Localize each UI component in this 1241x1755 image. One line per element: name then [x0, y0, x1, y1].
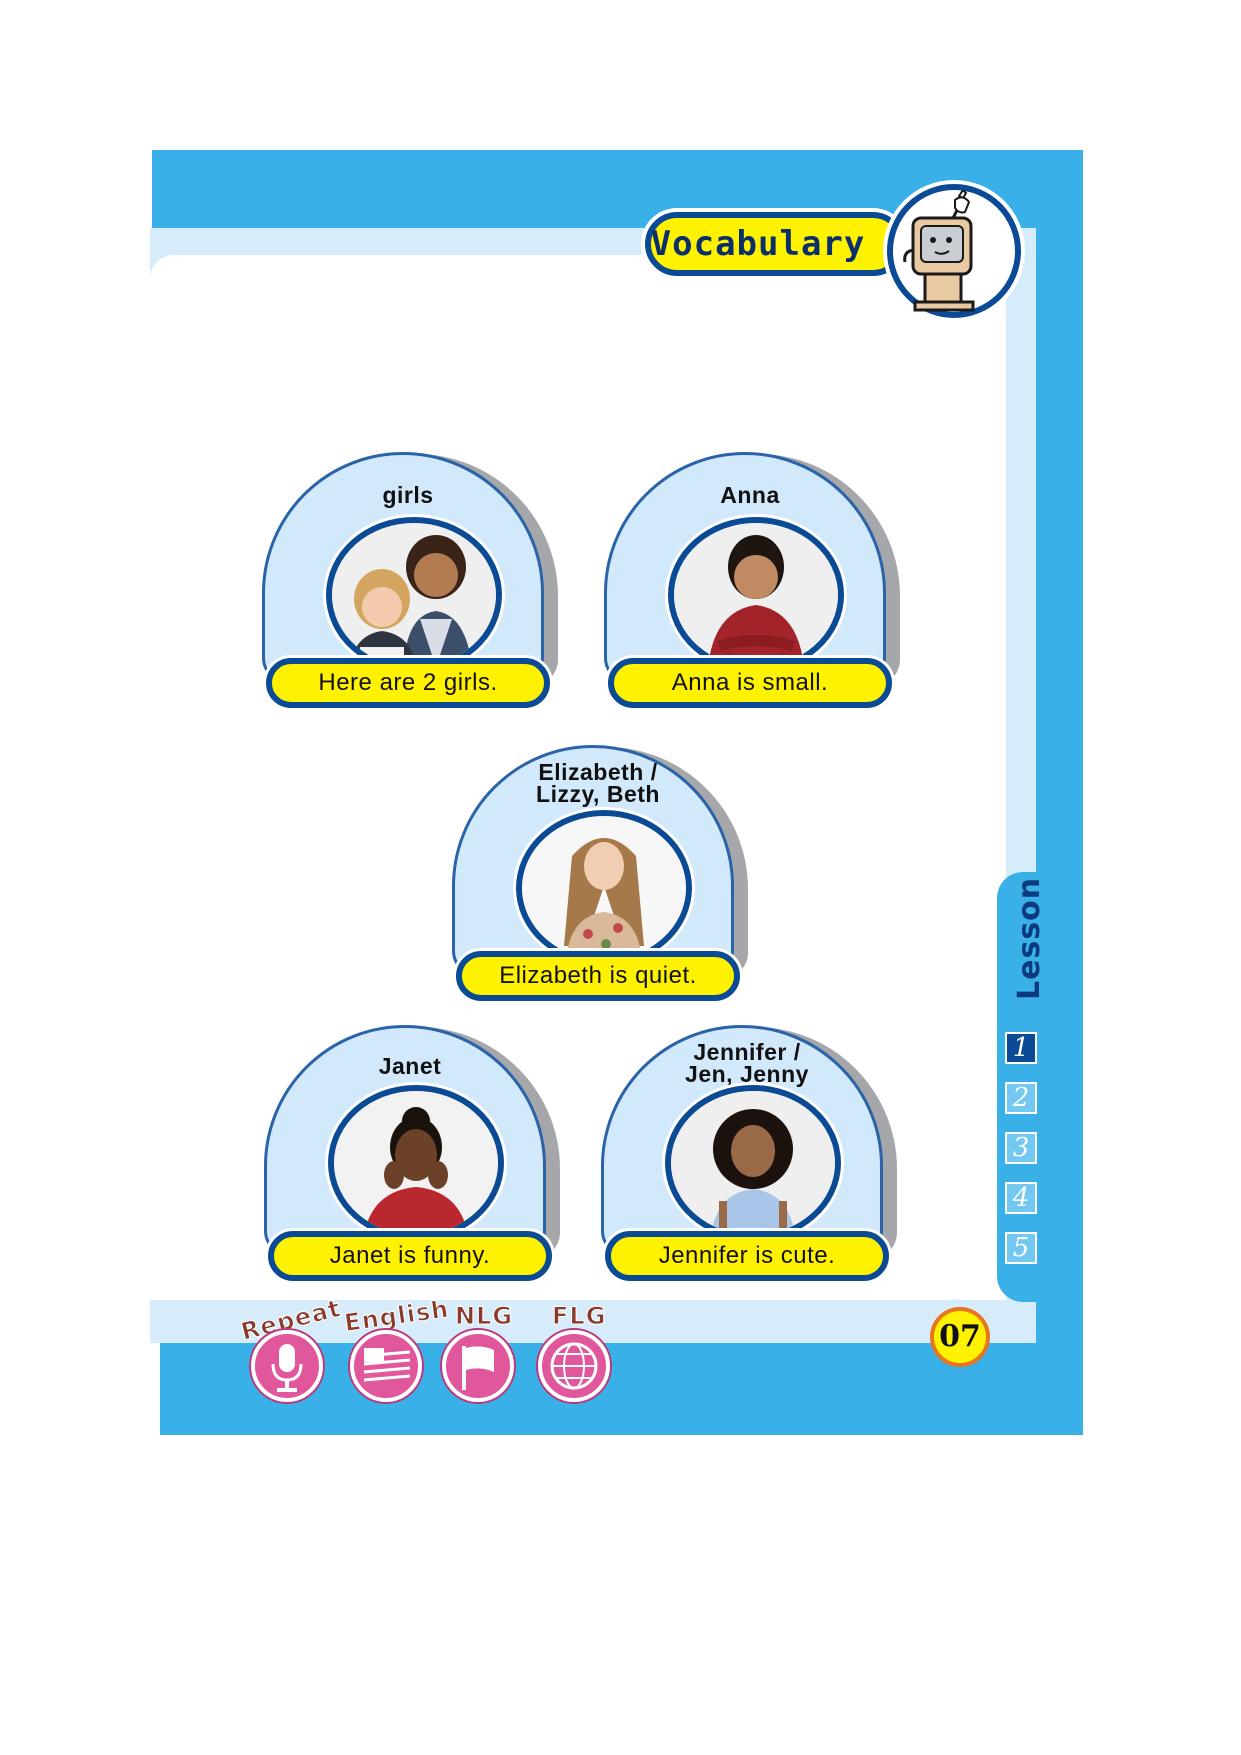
lesson-label: Lesson: [1012, 876, 1047, 1000]
photo-elizabeth: [516, 810, 692, 966]
section-title-pill: Vocabulary: [645, 212, 905, 276]
flg-label: FLG: [551, 1302, 607, 1331]
computer-mascot-icon: [887, 184, 1021, 318]
microphone-icon[interactable]: [251, 1330, 323, 1402]
card-caption: Anna is small.: [608, 658, 892, 708]
vocab-card-janet: Janet Janet is funny.: [264, 1025, 560, 1285]
card-title: Janet: [378, 1053, 442, 1079]
card-caption: Jennifer is cute.: [605, 1231, 889, 1281]
card-title: Anna: [720, 482, 780, 508]
card-caption: Janet is funny.: [268, 1231, 552, 1281]
lesson-1-button[interactable]: 1: [1005, 1032, 1037, 1064]
photo-two-girls: [326, 517, 502, 673]
card-caption: Here are 2 girls.: [266, 658, 550, 708]
photo-anna: [668, 517, 844, 673]
lesson-4-button[interactable]: 4: [1005, 1182, 1037, 1214]
card-title: Jennifer / Jen, Jenny: [685, 1039, 809, 1087]
photo-janet: [328, 1085, 504, 1241]
white-flag-icon[interactable]: [442, 1330, 514, 1402]
vocab-card-girls: girls Here are 2 girls.: [262, 452, 558, 712]
lesson-3-button[interactable]: 3: [1005, 1132, 1037, 1164]
page-number: 07: [930, 1307, 990, 1367]
nlg-label: NLG: [454, 1302, 514, 1331]
vocab-card-anna: Anna Anna is small.: [604, 452, 900, 712]
lesson-5-button[interactable]: 5: [1005, 1232, 1037, 1264]
section-title: Vocabulary: [650, 224, 866, 264]
photo-jennifer: [665, 1085, 841, 1241]
card-title: girls: [382, 482, 434, 508]
globe-icon[interactable]: [538, 1330, 610, 1402]
card-caption: Elizabeth is quiet.: [456, 951, 740, 1001]
lesson-2-button[interactable]: 2: [1005, 1082, 1037, 1114]
vocab-card-jennifer: Jennifer / Jen, Jenny Jennifer is cute.: [601, 1025, 897, 1285]
us-flag-icon[interactable]: [350, 1330, 422, 1402]
card-title: Elizabeth / Lizzy, Beth: [536, 759, 660, 807]
vocab-card-elizabeth: Elizabeth / Lizzy, Beth Elizabeth is qui…: [452, 745, 748, 1005]
